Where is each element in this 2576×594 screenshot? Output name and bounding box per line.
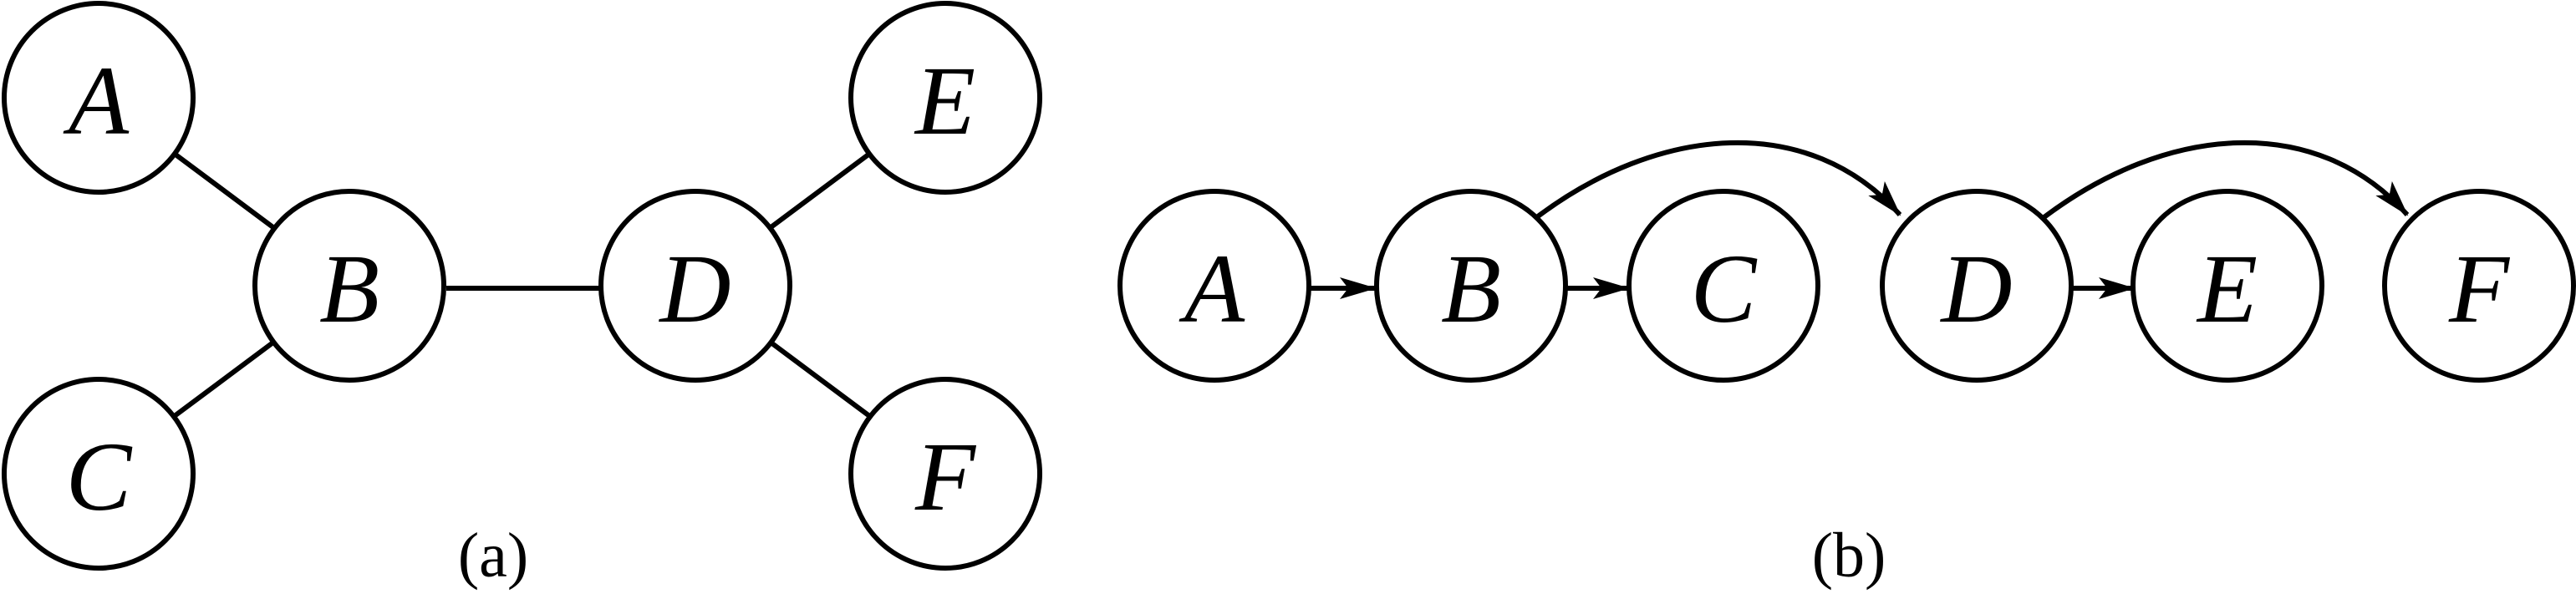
node-b-F-circle <box>2382 189 2576 383</box>
node-a-A-label: A <box>63 46 130 155</box>
panel-a-caption: (a) <box>458 520 528 591</box>
node-a-D: D <box>598 189 792 383</box>
edge-b-D-F <box>2040 140 2410 221</box>
node-a-B: B <box>252 189 446 383</box>
node-a-A-circle <box>2 1 196 195</box>
node-b-E-circle <box>2131 189 2324 383</box>
panel-b-edges <box>1311 140 2410 299</box>
edge-b-B-D <box>1533 140 1902 221</box>
node-a-D-circle <box>598 189 792 383</box>
node-b-F: F <box>2382 189 2576 383</box>
edge-a-D-E <box>768 150 873 231</box>
node-a-B-label: B <box>319 234 379 343</box>
node-a-B-circle <box>252 189 446 383</box>
panel-a: A B C D E F (a) <box>2 1 1042 591</box>
node-a-C-circle <box>2 377 196 571</box>
node-b-B-circle <box>1374 189 1568 383</box>
node-b-E-label: E <box>2196 234 2258 343</box>
node-b-A-circle <box>1117 189 1311 383</box>
edge-a-C-B <box>171 339 276 420</box>
node-a-E-circle <box>848 1 1042 195</box>
node-b-F-label: F <box>2448 234 2511 343</box>
panel-a-edges <box>171 150 873 420</box>
node-b-D-circle <box>1880 189 2074 383</box>
node-a-E: E <box>848 1 1042 195</box>
edge-a-D-F <box>768 339 873 420</box>
node-b-A: A <box>1117 189 1311 383</box>
panel-b-caption: (b) <box>1812 520 1886 591</box>
edge-a-A-B <box>171 150 276 231</box>
node-a-F-circle <box>848 377 1042 571</box>
node-b-C-label: C <box>1691 234 1758 343</box>
node-a-C-label: C <box>66 422 133 531</box>
node-a-C: C <box>2 377 196 571</box>
node-a-F: F <box>848 377 1042 571</box>
node-b-A-label: A <box>1179 234 1245 343</box>
node-b-E: E <box>2131 189 2324 383</box>
node-b-B: B <box>1374 189 1568 383</box>
node-b-D: D <box>1880 189 2074 383</box>
panel-b-nodes: A B C D E F <box>1117 189 2576 383</box>
node-a-E-label: E <box>914 46 975 155</box>
node-b-B-label: B <box>1441 234 1501 343</box>
panel-b: A B C D E F (b) <box>1117 140 2576 591</box>
node-a-F-label: F <box>914 422 977 531</box>
node-b-C: C <box>1627 189 1820 383</box>
node-b-D-label: D <box>1939 234 2012 343</box>
node-b-C-circle <box>1627 189 1820 383</box>
node-a-D-label: D <box>658 234 731 343</box>
node-a-A: A <box>2 1 196 195</box>
panel-a-nodes: A B C D E F <box>2 1 1042 571</box>
